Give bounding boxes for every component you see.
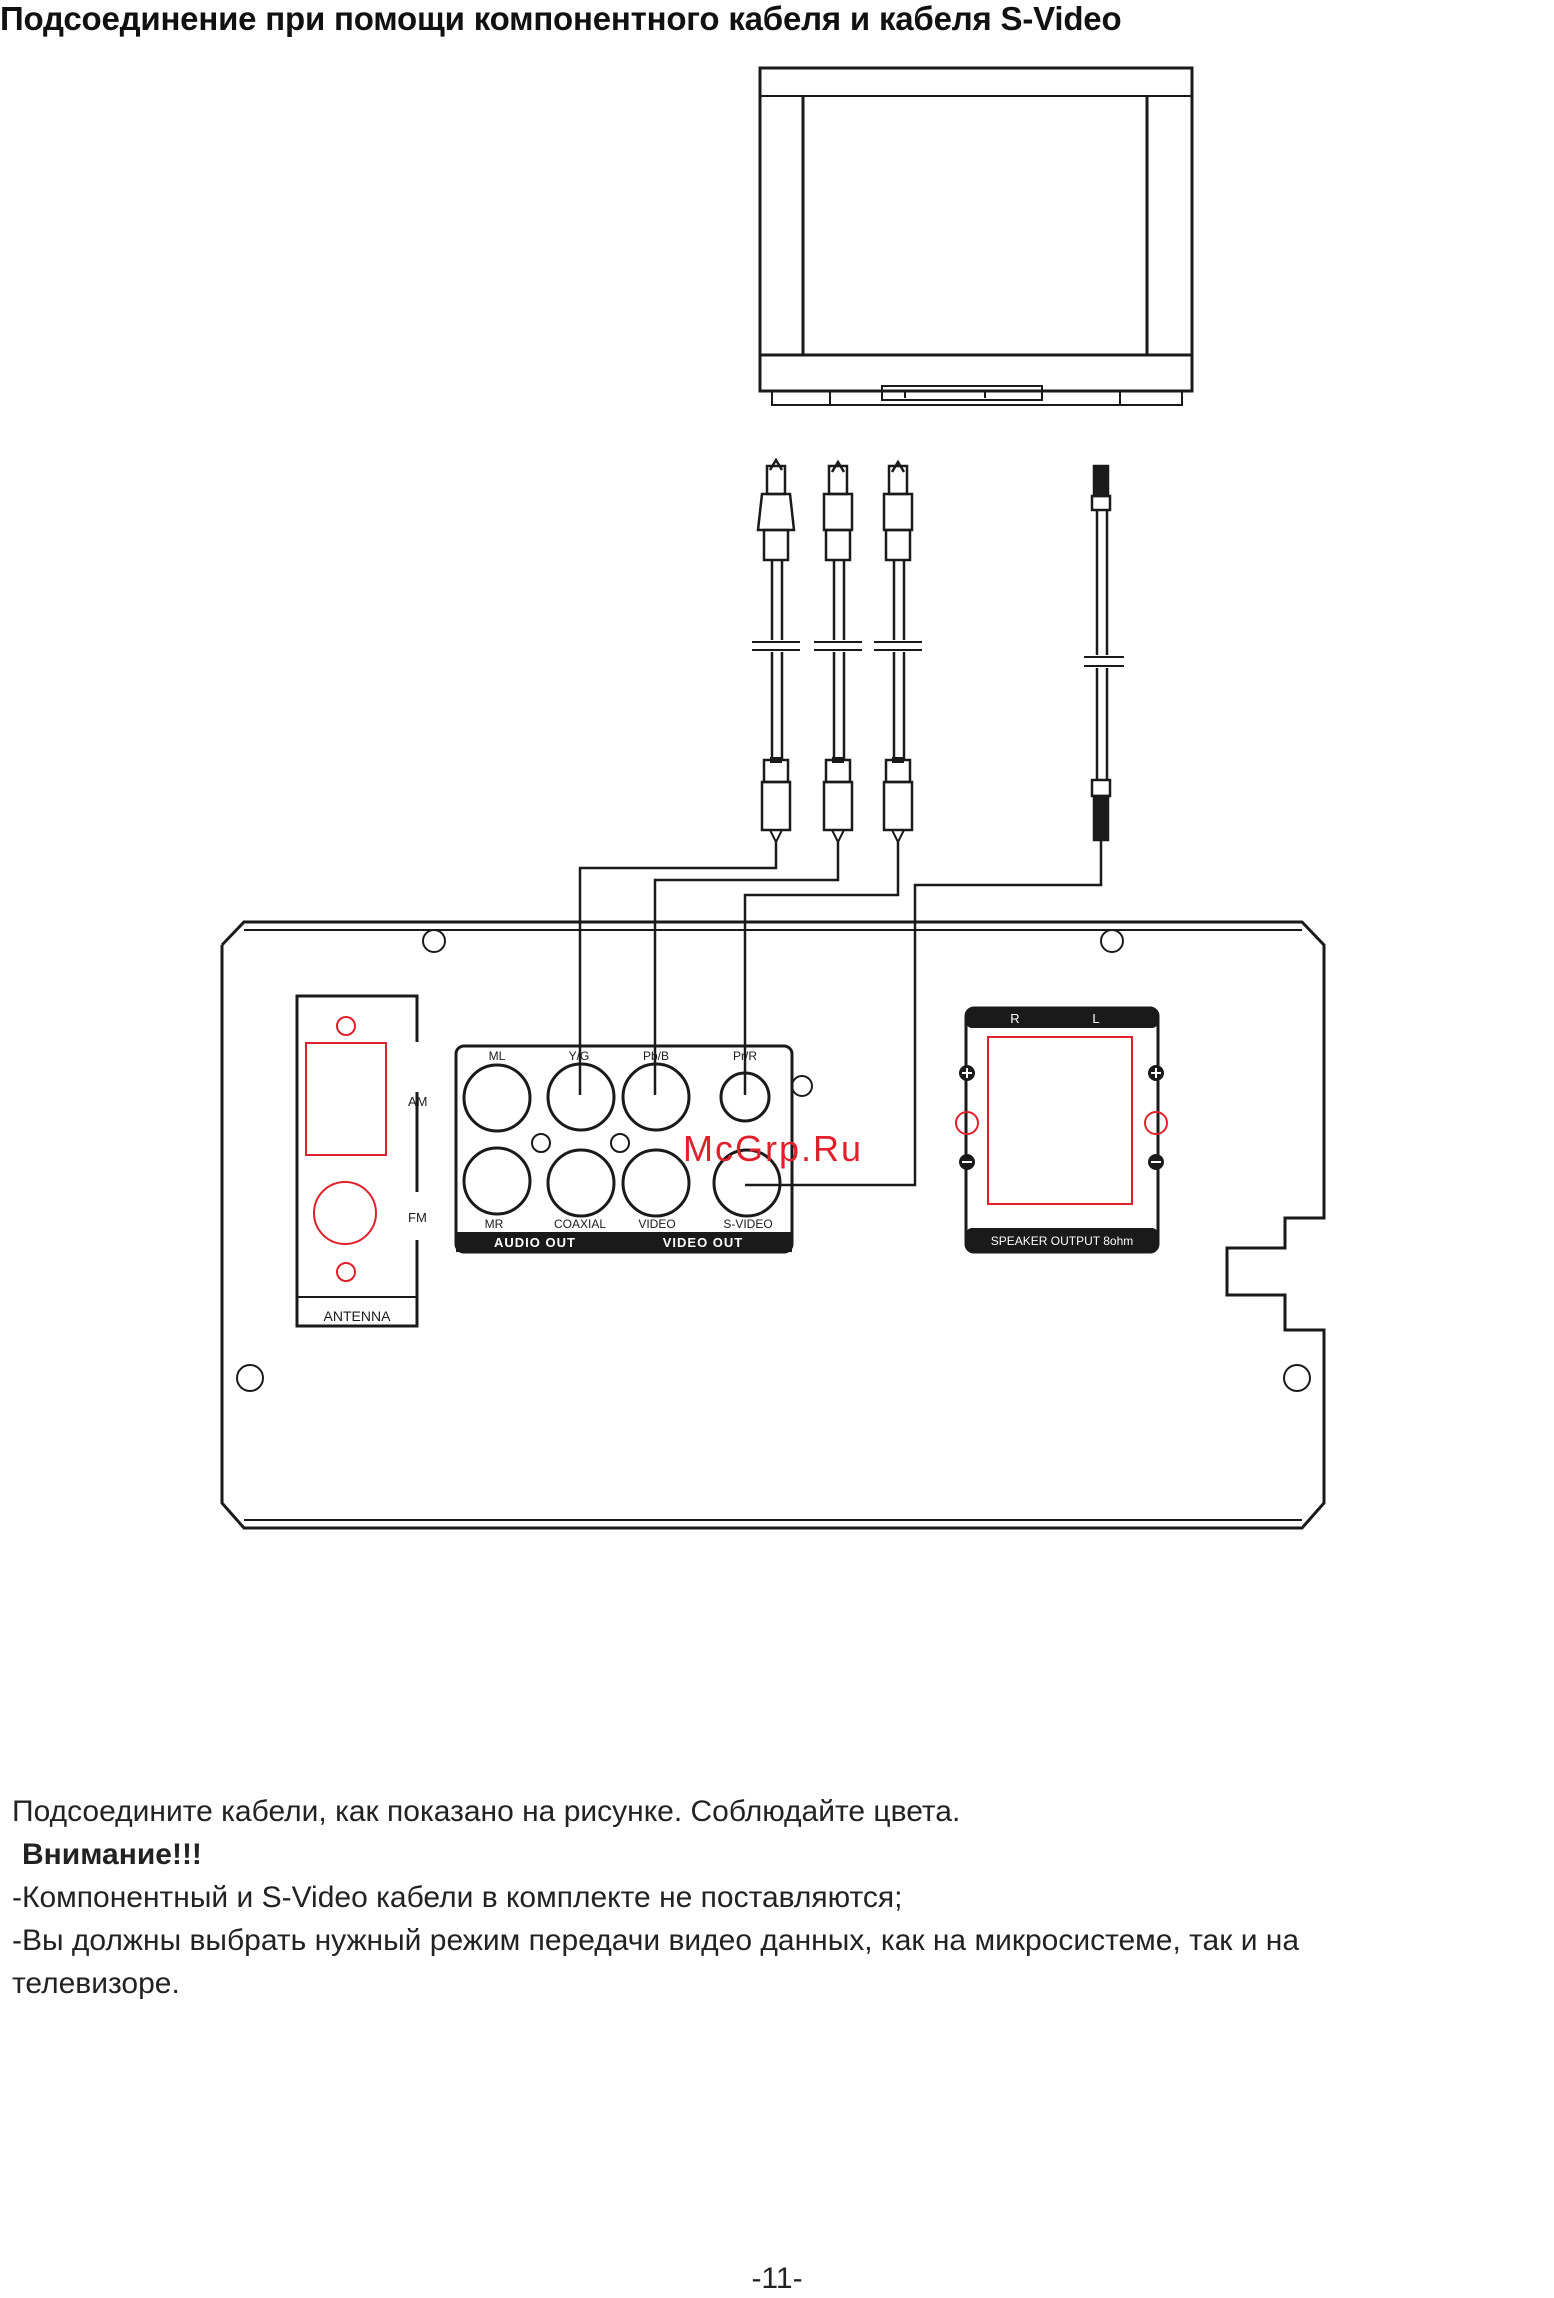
av-output-block: ML Y/G Pb/B Pr/R MR COAXIAL VIDEO S-VIDE… <box>454 1044 813 1254</box>
video-out-label: VIDEO OUT <box>663 1235 744 1250</box>
coaxial-jack <box>546 1148 616 1218</box>
yg-jack <box>546 1062 616 1132</box>
instruction-line: телевизоре. <box>12 1967 180 2000</box>
svideo-jack <box>712 1148 782 1218</box>
prr-jack <box>719 1071 771 1123</box>
plus-icon <box>959 1065 975 1081</box>
component-cable-pbb <box>814 459 862 845</box>
component-cable-yg <box>752 457 800 845</box>
ml-jack <box>462 1063 532 1133</box>
pbb-jack <box>621 1062 691 1132</box>
yg-label: Y/G <box>569 1049 590 1063</box>
component-cables <box>752 457 1124 845</box>
fm-label: FM <box>408 1210 427 1225</box>
speaker-output-block: R L SPEAKER OUTPUT 8ohm <box>955 1006 1168 1254</box>
minus-icon <box>959 1154 975 1170</box>
audio-out-label: AUDIO OUT <box>494 1235 576 1250</box>
instruction-line: -Вы должны выбрать нужный режим передачи… <box>12 1924 1300 1957</box>
am-label: AM <box>408 1094 428 1109</box>
video-label: VIDEO <box>638 1217 675 1231</box>
routing-wires <box>578 840 1103 1187</box>
plus-icon <box>1148 1065 1164 1081</box>
attention-heading: Внимание!!! <box>22 1838 202 1871</box>
instruction-line: -Компонентный и S-Video кабели в комплек… <box>12 1881 903 1914</box>
speaker-output-label: SPEAKER OUTPUT 8ohm <box>991 1234 1134 1248</box>
watermark: McGrp.Ru <box>683 1128 863 1169</box>
svideo-cable <box>1084 464 1124 842</box>
prr-label: Pr/R <box>733 1049 757 1063</box>
connection-diagram: AM FM ANTENNA ML Y/G Pb/B Pr/R MR COAXIA… <box>220 66 1326 1530</box>
page-title: Подсоединение при помощи компонентного к… <box>0 0 1122 37</box>
svideo-label: S-VIDEO <box>723 1217 772 1231</box>
pbb-label: Pb/B <box>643 1049 669 1063</box>
minus-icon <box>1148 1154 1164 1170</box>
coaxial-label: COAXIAL <box>554 1217 606 1231</box>
mr-label: MR <box>485 1217 504 1231</box>
tv-illustration <box>758 66 1194 406</box>
speaker-r-label: R <box>1010 1011 1019 1026</box>
component-cable-prr <box>874 459 922 845</box>
mr-jack <box>462 1146 532 1216</box>
antenna-block: AM FM ANTENNA <box>295 994 428 1328</box>
instructions: Подсоедините кабели, как показано на рис… <box>12 1790 1552 2005</box>
antenna-label: ANTENNA <box>324 1308 392 1324</box>
page-number: -11- <box>751 2262 803 2295</box>
video-jack <box>621 1148 691 1218</box>
back-panel <box>220 920 1326 1530</box>
instruction-line: Подсоедините кабели, как показано на рис… <box>12 1795 961 1828</box>
ml-label: ML <box>489 1049 506 1063</box>
speaker-l-label: L <box>1092 1011 1099 1026</box>
